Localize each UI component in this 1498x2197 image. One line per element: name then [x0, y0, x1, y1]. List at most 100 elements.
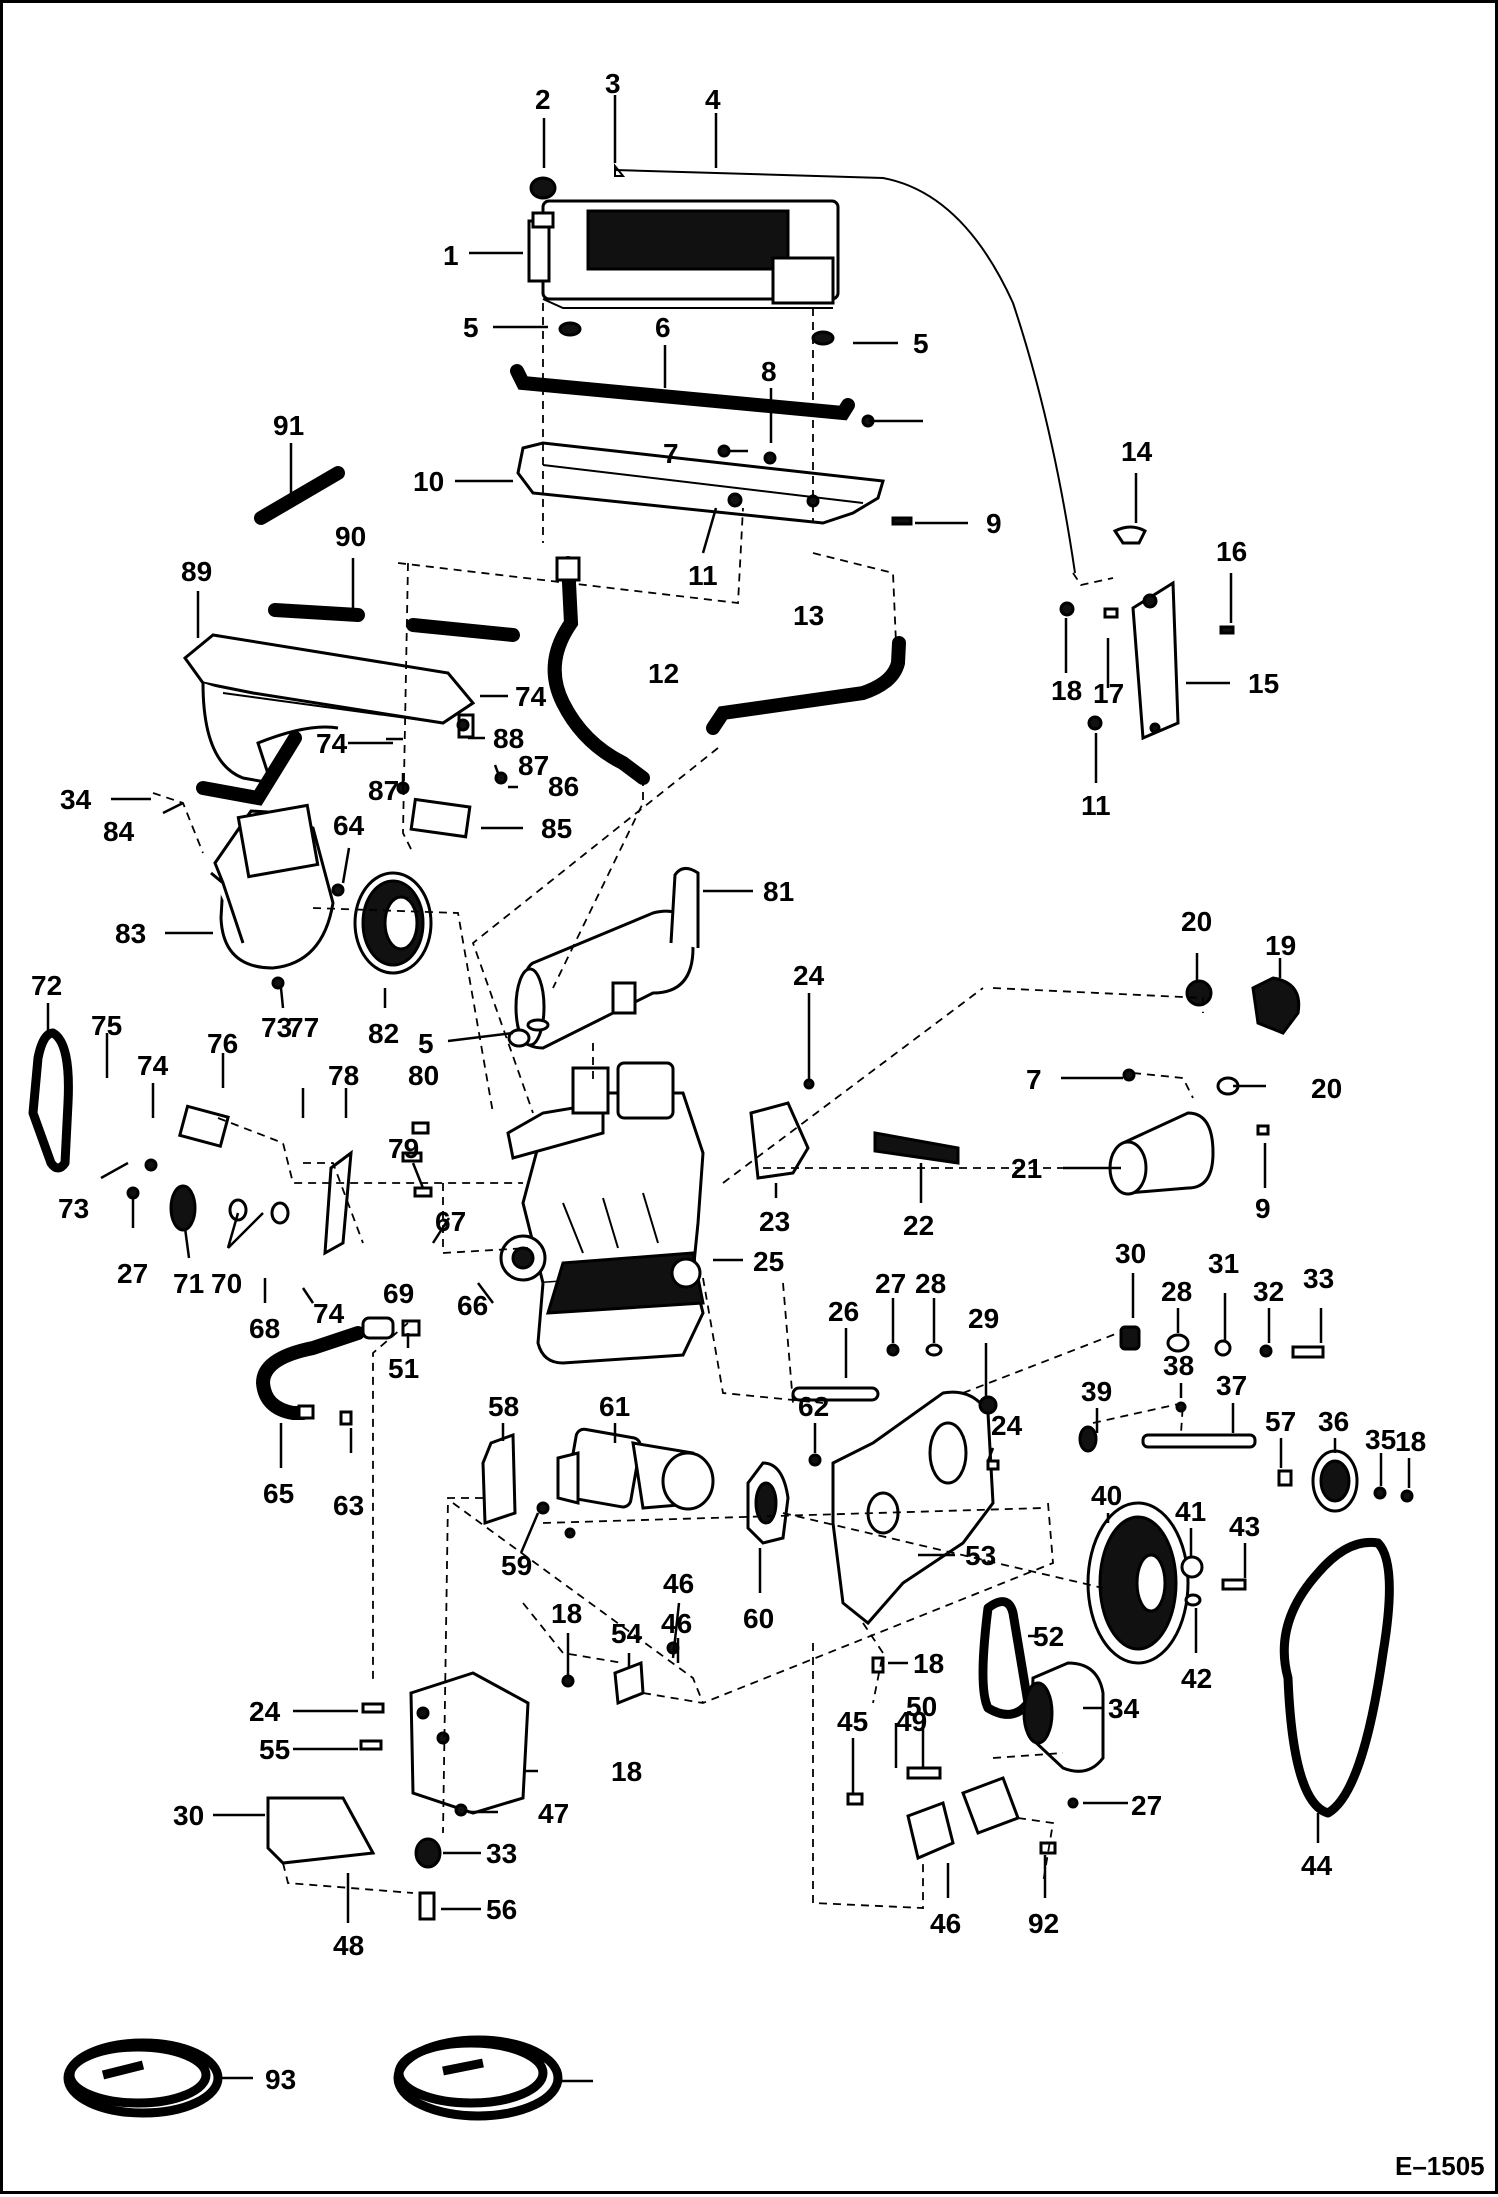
callout: 46 [663, 1568, 694, 1599]
blower-wheel [353, 871, 433, 975]
gasket [1185, 979, 1213, 1007]
seal [406, 618, 520, 642]
callout: 43 [1229, 1511, 1260, 1542]
callout: 93 [265, 2064, 296, 2095]
callout: 37 [1216, 1370, 1247, 1401]
callout: 79 [388, 1133, 419, 1164]
callout: 17 [1093, 678, 1124, 709]
callout: 50 [906, 1691, 937, 1722]
callout: 33 [486, 1838, 517, 1869]
callout: 1 [443, 240, 459, 271]
alternator-belt [1279, 1537, 1394, 1818]
callout: 80 [408, 1060, 439, 1091]
callout: 84 [103, 816, 135, 847]
callout: 28 [915, 1268, 946, 1299]
callout: 54 [611, 1618, 643, 1649]
callout: 85 [541, 813, 572, 844]
assembly-lines [152, 303, 1204, 1909]
flywheel-housing [746, 1461, 790, 1545]
alternator [1022, 1661, 1105, 1773]
callout: 58 [488, 1391, 519, 1422]
callout: 16 [1216, 536, 1247, 567]
callout: 89 [181, 556, 212, 587]
callout: 59 [501, 1550, 532, 1581]
recovery-tank-bracket [1131, 580, 1180, 741]
callout: 56 [486, 1894, 517, 1925]
callout: 35 [1365, 1424, 1396, 1455]
callout: 92 [1028, 1908, 1059, 1939]
callout: 73 [261, 1012, 292, 1043]
callout: 18 [551, 1598, 582, 1629]
hose-coil [393, 2035, 563, 2121]
dowel [791, 1386, 880, 1402]
callout: 13 [793, 600, 824, 631]
hose-coil [63, 2038, 223, 2118]
callout: 3 [605, 68, 621, 99]
air-cleaner [1108, 1111, 1215, 1196]
callout: 83 [115, 918, 146, 949]
callout-labels: 1 2 3 4 5 5 6 7 8 9 10 11 12 13 14 15 16… [31, 68, 1426, 2095]
access-plate [409, 797, 472, 839]
tank-cap [1112, 525, 1147, 545]
callout: 11 [1081, 790, 1111, 821]
callout: 68 [249, 1313, 280, 1344]
callout: 21 [1011, 1153, 1042, 1184]
callout: 65 [263, 1478, 294, 1509]
callout: 82 [368, 1018, 399, 1049]
grommet [558, 321, 582, 337]
callout: 87 [518, 750, 549, 781]
callout: 34 [1108, 1693, 1140, 1724]
callout: 32 [1253, 1276, 1284, 1307]
idler-shaft [1141, 1433, 1257, 1449]
callout: 63 [333, 1490, 364, 1521]
callout: 70 [211, 1268, 242, 1299]
figure-code: E–1505 [1395, 2151, 1485, 2181]
engine [499, 1061, 705, 1365]
callout: 9 [986, 508, 1002, 539]
callout: 49 [896, 1706, 927, 1737]
callout: 42 [1181, 1663, 1212, 1694]
callout: 39 [1081, 1376, 1112, 1407]
callout: 51 [388, 1353, 419, 1384]
callout: 46 [930, 1908, 961, 1939]
callout: 25 [753, 1246, 784, 1277]
callout: 19 [1265, 930, 1296, 961]
fan-belt [978, 1597, 1033, 1719]
spring [873, 1131, 960, 1165]
callout: 36 [1318, 1406, 1349, 1437]
timing-cover [831, 1390, 998, 1626]
callout: 87 [368, 775, 399, 806]
callout: 46 [661, 1608, 692, 1639]
mounting-bracket [516, 441, 885, 525]
drain-tube [614, 169, 1076, 574]
callout: 77 [288, 1012, 319, 1043]
callout: 67 [435, 1206, 466, 1237]
callout: 66 [457, 1290, 488, 1321]
callout: 24 [249, 1696, 281, 1727]
fan-shroud [182, 633, 476, 785]
callout: 69 [383, 1278, 414, 1309]
callout: 55 [259, 1734, 290, 1765]
callout: 61 [599, 1391, 630, 1422]
callout: 15 [1248, 668, 1279, 699]
callout: 64 [333, 810, 365, 841]
callout: 5 [418, 1028, 434, 1059]
callout: 11 [688, 560, 718, 591]
callout: 4 [705, 84, 721, 115]
callout: 57 [1265, 1406, 1296, 1437]
leader-lines [46, 95, 1411, 2083]
callout: 47 [538, 1798, 569, 1829]
callout: 6 [655, 312, 671, 343]
callout: 8 [761, 356, 777, 387]
bushing [1119, 1325, 1141, 1351]
callout: 7 [663, 438, 679, 469]
callout: 86 [548, 771, 579, 802]
callout: 27 [117, 1258, 148, 1289]
callout: 40 [1091, 1480, 1122, 1511]
pulley [169, 1184, 197, 1232]
grommet [811, 330, 835, 346]
callout: 18 [611, 1756, 642, 1787]
callout: 18 [1051, 675, 1082, 706]
callout: 88 [493, 723, 524, 754]
callout: 74 [137, 1050, 169, 1081]
